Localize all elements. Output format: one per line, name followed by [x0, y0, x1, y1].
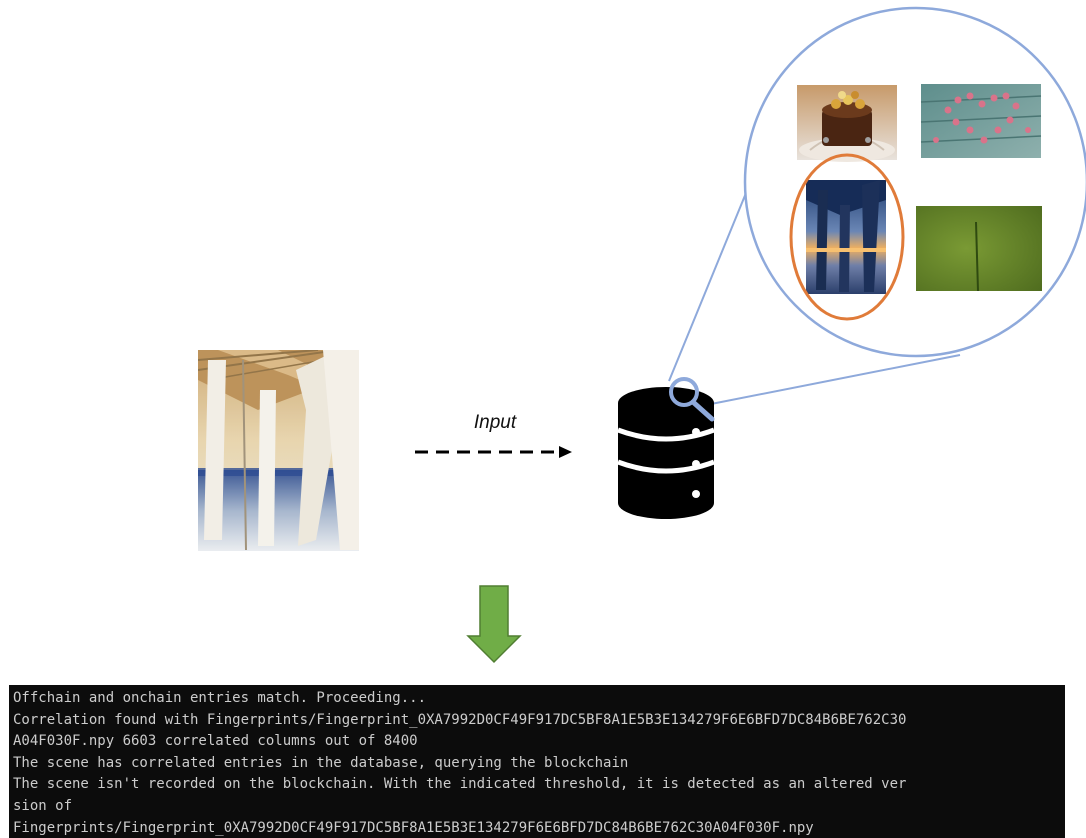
input-image [198, 350, 359, 551]
zoom-circle [743, 6, 1086, 358]
grass-blade-thumbnail [916, 206, 1042, 292]
terminal-line: Offchain and onchain entries match. Proc… [13, 690, 427, 706]
input-label: Input [473, 412, 517, 433]
terminal-line: sion of [13, 797, 73, 814]
dashed-arrow-icon [415, 446, 572, 458]
magnifier-icon [669, 377, 715, 422]
chocolate-cake-thumbnail [797, 85, 897, 162]
building-sunset-thumbnail [806, 180, 886, 294]
terminal-line: The scene has correlated entries in the … [13, 754, 629, 771]
match-highlight [789, 153, 905, 321]
database-icon [617, 387, 715, 519]
terminal-line: Correlation found with Fingerprints/Fing… [13, 711, 907, 728]
terminal-line: A04F030F.npy 6603 correlated columns out… [13, 733, 418, 750]
down-arrow-icon [466, 585, 522, 664]
terminal-line: The scene isn't recorded on the blockcha… [13, 776, 907, 793]
flower-petals-thumbnail [920, 84, 1042, 158]
terminal-line: Fingerprints/Fingerprint_0XA7992D0CF49F9… [13, 819, 814, 836]
terminal-output: Offchain and onchain entries match. Proc… [9, 685, 1065, 838]
